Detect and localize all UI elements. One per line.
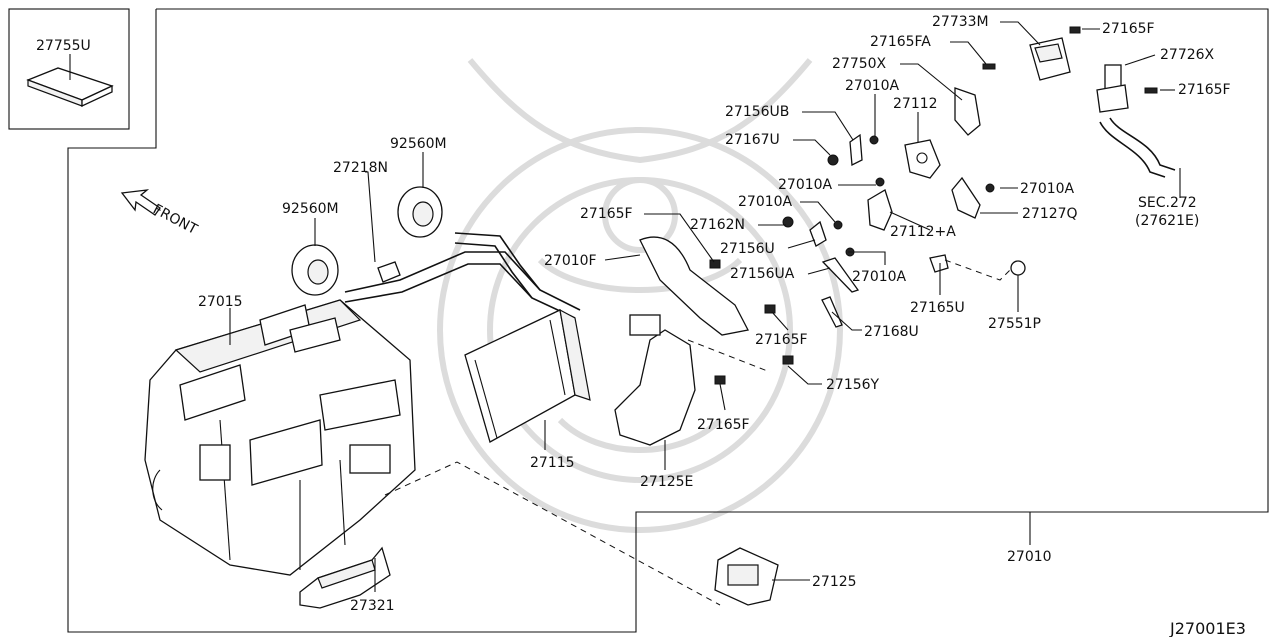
callout-27112A: 27112+A: [890, 224, 956, 240]
part-27733M-module: [1029, 37, 1071, 81]
callout-27010A: 27010A: [778, 177, 833, 193]
part-27015-heater-unit: [144, 299, 416, 576]
callout-27551P: 27551P: [988, 316, 1041, 332]
callout-27156UA: 27156UA: [730, 266, 795, 282]
callout-27165F: 27165F: [1178, 82, 1231, 98]
callout-27750X: 27750X: [832, 56, 887, 72]
callout-27755U: 27755U: [36, 38, 91, 54]
callout-27015: 27015: [198, 294, 243, 310]
part-27218N-clip: [377, 261, 401, 283]
section-reference: SEC.272: [1138, 195, 1197, 211]
callout-27733M: 27733M: [932, 14, 989, 30]
part-27112A-actuator: [867, 189, 893, 231]
callout-27165F: 27165F: [1102, 21, 1155, 37]
part-27127Q-actuator: [951, 176, 981, 219]
watermark-emblem: [437, 58, 843, 533]
diagram-code: J27001E3: [1169, 619, 1246, 637]
part-27755U-filter: [26, 67, 114, 108]
sensor-wire: [944, 259, 1011, 281]
callout-27156UB: 27156UB: [725, 104, 789, 120]
leader-lines: [69, 21, 1181, 592]
front-arrow-icon: [120, 189, 161, 216]
callout-27112: 27112: [893, 96, 938, 112]
outline-frame: [8, 8, 1269, 633]
callout-27156Y: 27156Y: [826, 377, 880, 393]
aspirator-hose: [1099, 117, 1176, 178]
part-92560M-seal-left: [291, 244, 339, 296]
callout-27165F: 27165F: [697, 417, 750, 433]
callout-27165FA: 27165FA: [870, 34, 931, 50]
callout-27010A: 27010A: [1020, 181, 1075, 197]
callout-27168U: 27168U: [864, 324, 919, 340]
callout-27125: 27125: [812, 574, 857, 590]
callout-27321: 27321: [350, 598, 395, 614]
callout-92560M: 92560M: [282, 201, 339, 217]
callout-27165F: 27165F: [580, 206, 633, 222]
part-27125-grille: [714, 547, 779, 606]
part-92560M-seal-right: [397, 186, 443, 238]
section-reference-part: (27621E): [1135, 213, 1199, 229]
dashed-assembly-lines: [384, 339, 771, 606]
callout-27010A: 27010A: [738, 194, 793, 210]
callout-27156U: 27156U: [720, 241, 775, 257]
callout-27127Q: 27127Q: [1022, 206, 1078, 222]
callout-27218N: 27218N: [333, 160, 388, 176]
callout-27125E: 27125E: [640, 474, 693, 490]
part-27125E-bracket: [614, 314, 696, 446]
callout-27010A: 27010A: [845, 78, 900, 94]
callout-27162N: 27162N: [690, 217, 745, 233]
front-direction-label: FRONT: [150, 201, 200, 238]
callout-27115: 27115: [530, 455, 575, 471]
callout-27165F: 27165F: [755, 332, 808, 348]
part-27115-heater-core: [464, 308, 591, 443]
heater-pipes: [344, 232, 581, 319]
callout-27010F: 27010F: [544, 253, 597, 269]
part-27010F-duct: [639, 236, 749, 336]
part-27321-duct: [299, 546, 391, 609]
callout-92560M: 92560M: [390, 136, 447, 152]
part-27726X-sensor: [1096, 64, 1129, 113]
callout-27010A: 27010A: [852, 269, 907, 285]
callout-labels: 27755U 27733M 27165F 27165FA 27726X 2775…: [36, 14, 1246, 638]
part-27112-actuator: [904, 139, 941, 179]
callout-27010: 27010: [1007, 549, 1052, 565]
callout-27165U: 27165U: [910, 300, 965, 316]
callout-27167U: 27167U: [725, 132, 780, 148]
callout-27726X: 27726X: [1160, 47, 1215, 63]
part-27750X-bracket: [954, 87, 981, 136]
